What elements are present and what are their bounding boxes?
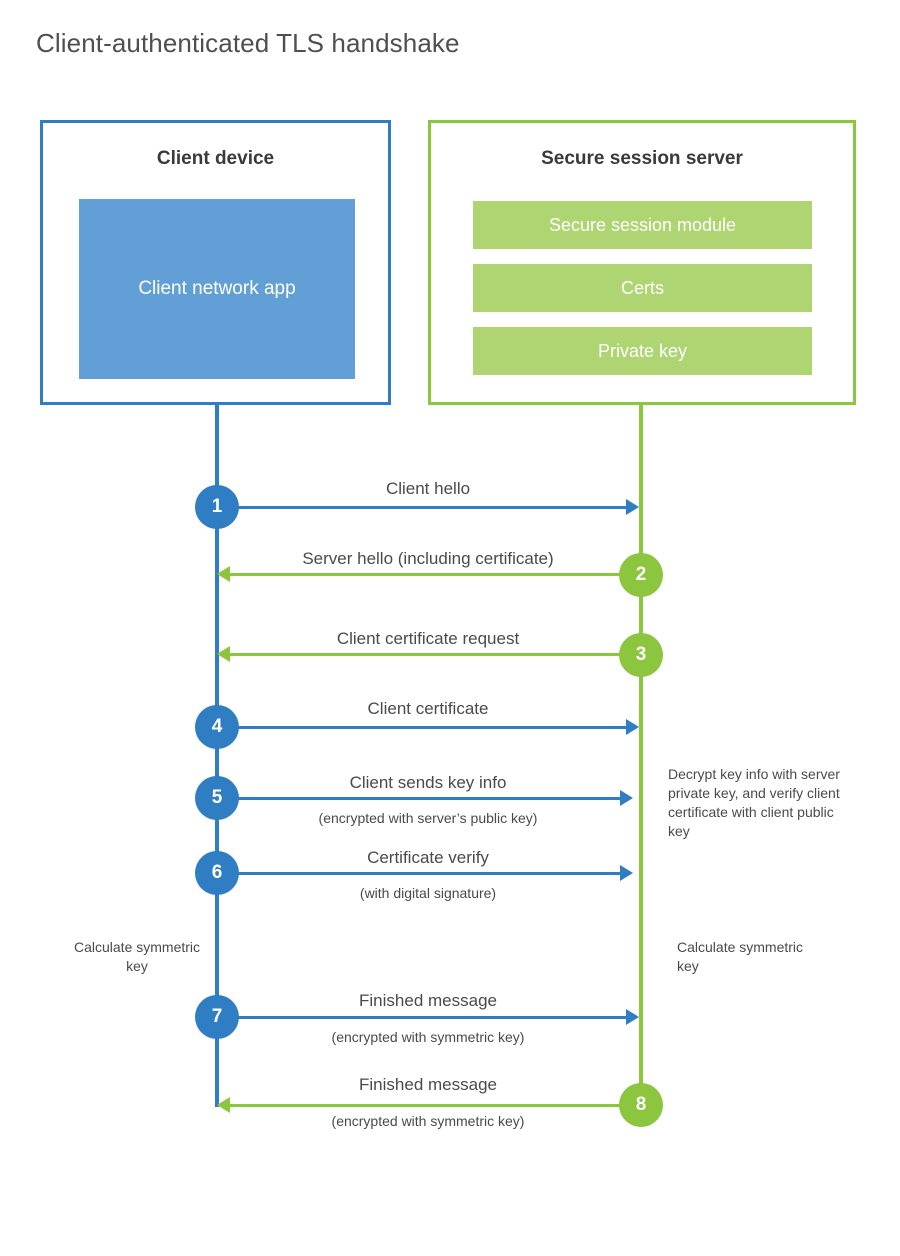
step-4-label: Client certificate <box>367 699 489 718</box>
step-2-arrow-head <box>217 566 230 582</box>
step-4-arrow-line <box>217 726 626 729</box>
client-device-box: Client device Client network app <box>40 120 391 405</box>
client-network-app-label: Client network app <box>138 278 296 299</box>
step-2-label: Server hello (including certificate) <box>302 549 554 568</box>
step-5-arrow-head <box>620 790 633 806</box>
step-6-label: Certificate verify <box>367 848 489 867</box>
step-1-arrow-line <box>217 506 626 509</box>
server-calculate-symmetric-key-annotation: Calculate symmetric key <box>677 939 804 974</box>
step-7-arrow-line <box>217 1016 626 1019</box>
step-6-sublabel: (with digital signature) <box>359 885 497 901</box>
step-1-arrow-head <box>626 499 639 515</box>
step-7-sublabel: (encrypted with symmetric key) <box>331 1029 525 1045</box>
secure-session-server-title: Secure session server <box>541 148 743 169</box>
step-8-label: Finished message <box>359 1075 497 1094</box>
step-2-circle[interactable]: 2 <box>619 553 663 597</box>
step-6-arrow-line <box>217 872 620 875</box>
client-device-title: Client device <box>156 148 275 169</box>
step-1-label: Client hello <box>385 479 471 498</box>
step-3-arrow-line <box>230 653 641 656</box>
step-4-circle[interactable]: 4 <box>195 705 239 749</box>
server-decrypt-annotation: Decrypt key info with server private key… <box>668 766 840 839</box>
step-8-sublabel: (encrypted with symmetric key) <box>331 1113 525 1129</box>
step-6-arrow-head <box>620 865 633 881</box>
step-4-arrow-head <box>626 719 639 735</box>
server-lifeline <box>639 405 643 1107</box>
secure-session-server-box: Secure session server Secure session mod… <box>428 120 856 405</box>
step-7-arrow-head <box>626 1009 639 1025</box>
server-component-private-key: Private key <box>473 327 812 375</box>
client-calculate-symmetric-key-annotation: Calculate symmetric key <box>73 939 201 974</box>
step-3-label: Client certificate request <box>336 629 520 648</box>
step-8-arrow-line <box>230 1104 641 1107</box>
step-2-arrow-line <box>230 573 641 576</box>
step-8-circle[interactable]: 8 <box>619 1083 663 1127</box>
page-title: Client-authenticated TLS handshake <box>36 28 460 58</box>
step-5-label: Client sends key info <box>349 773 507 792</box>
server-component-secure-session-module: Secure session module <box>473 201 812 249</box>
step-7-label: Finished message <box>359 991 497 1010</box>
client-network-app-block: Client network app <box>79 199 355 379</box>
client-lifeline <box>215 405 219 1107</box>
step-5-circle[interactable]: 5 <box>195 776 239 820</box>
step-5-sublabel: (encrypted with server’s public key) <box>318 810 538 826</box>
server-component-certs: Certs <box>473 264 812 312</box>
step-7-circle[interactable]: 7 <box>195 995 239 1039</box>
step-5-arrow-line <box>217 797 620 800</box>
step-1-circle[interactable]: 1 <box>195 485 239 529</box>
step-6-circle[interactable]: 6 <box>195 851 239 895</box>
step-8-arrow-head <box>217 1097 230 1113</box>
step-3-circle[interactable]: 3 <box>619 633 663 677</box>
step-3-arrow-head <box>217 646 230 662</box>
